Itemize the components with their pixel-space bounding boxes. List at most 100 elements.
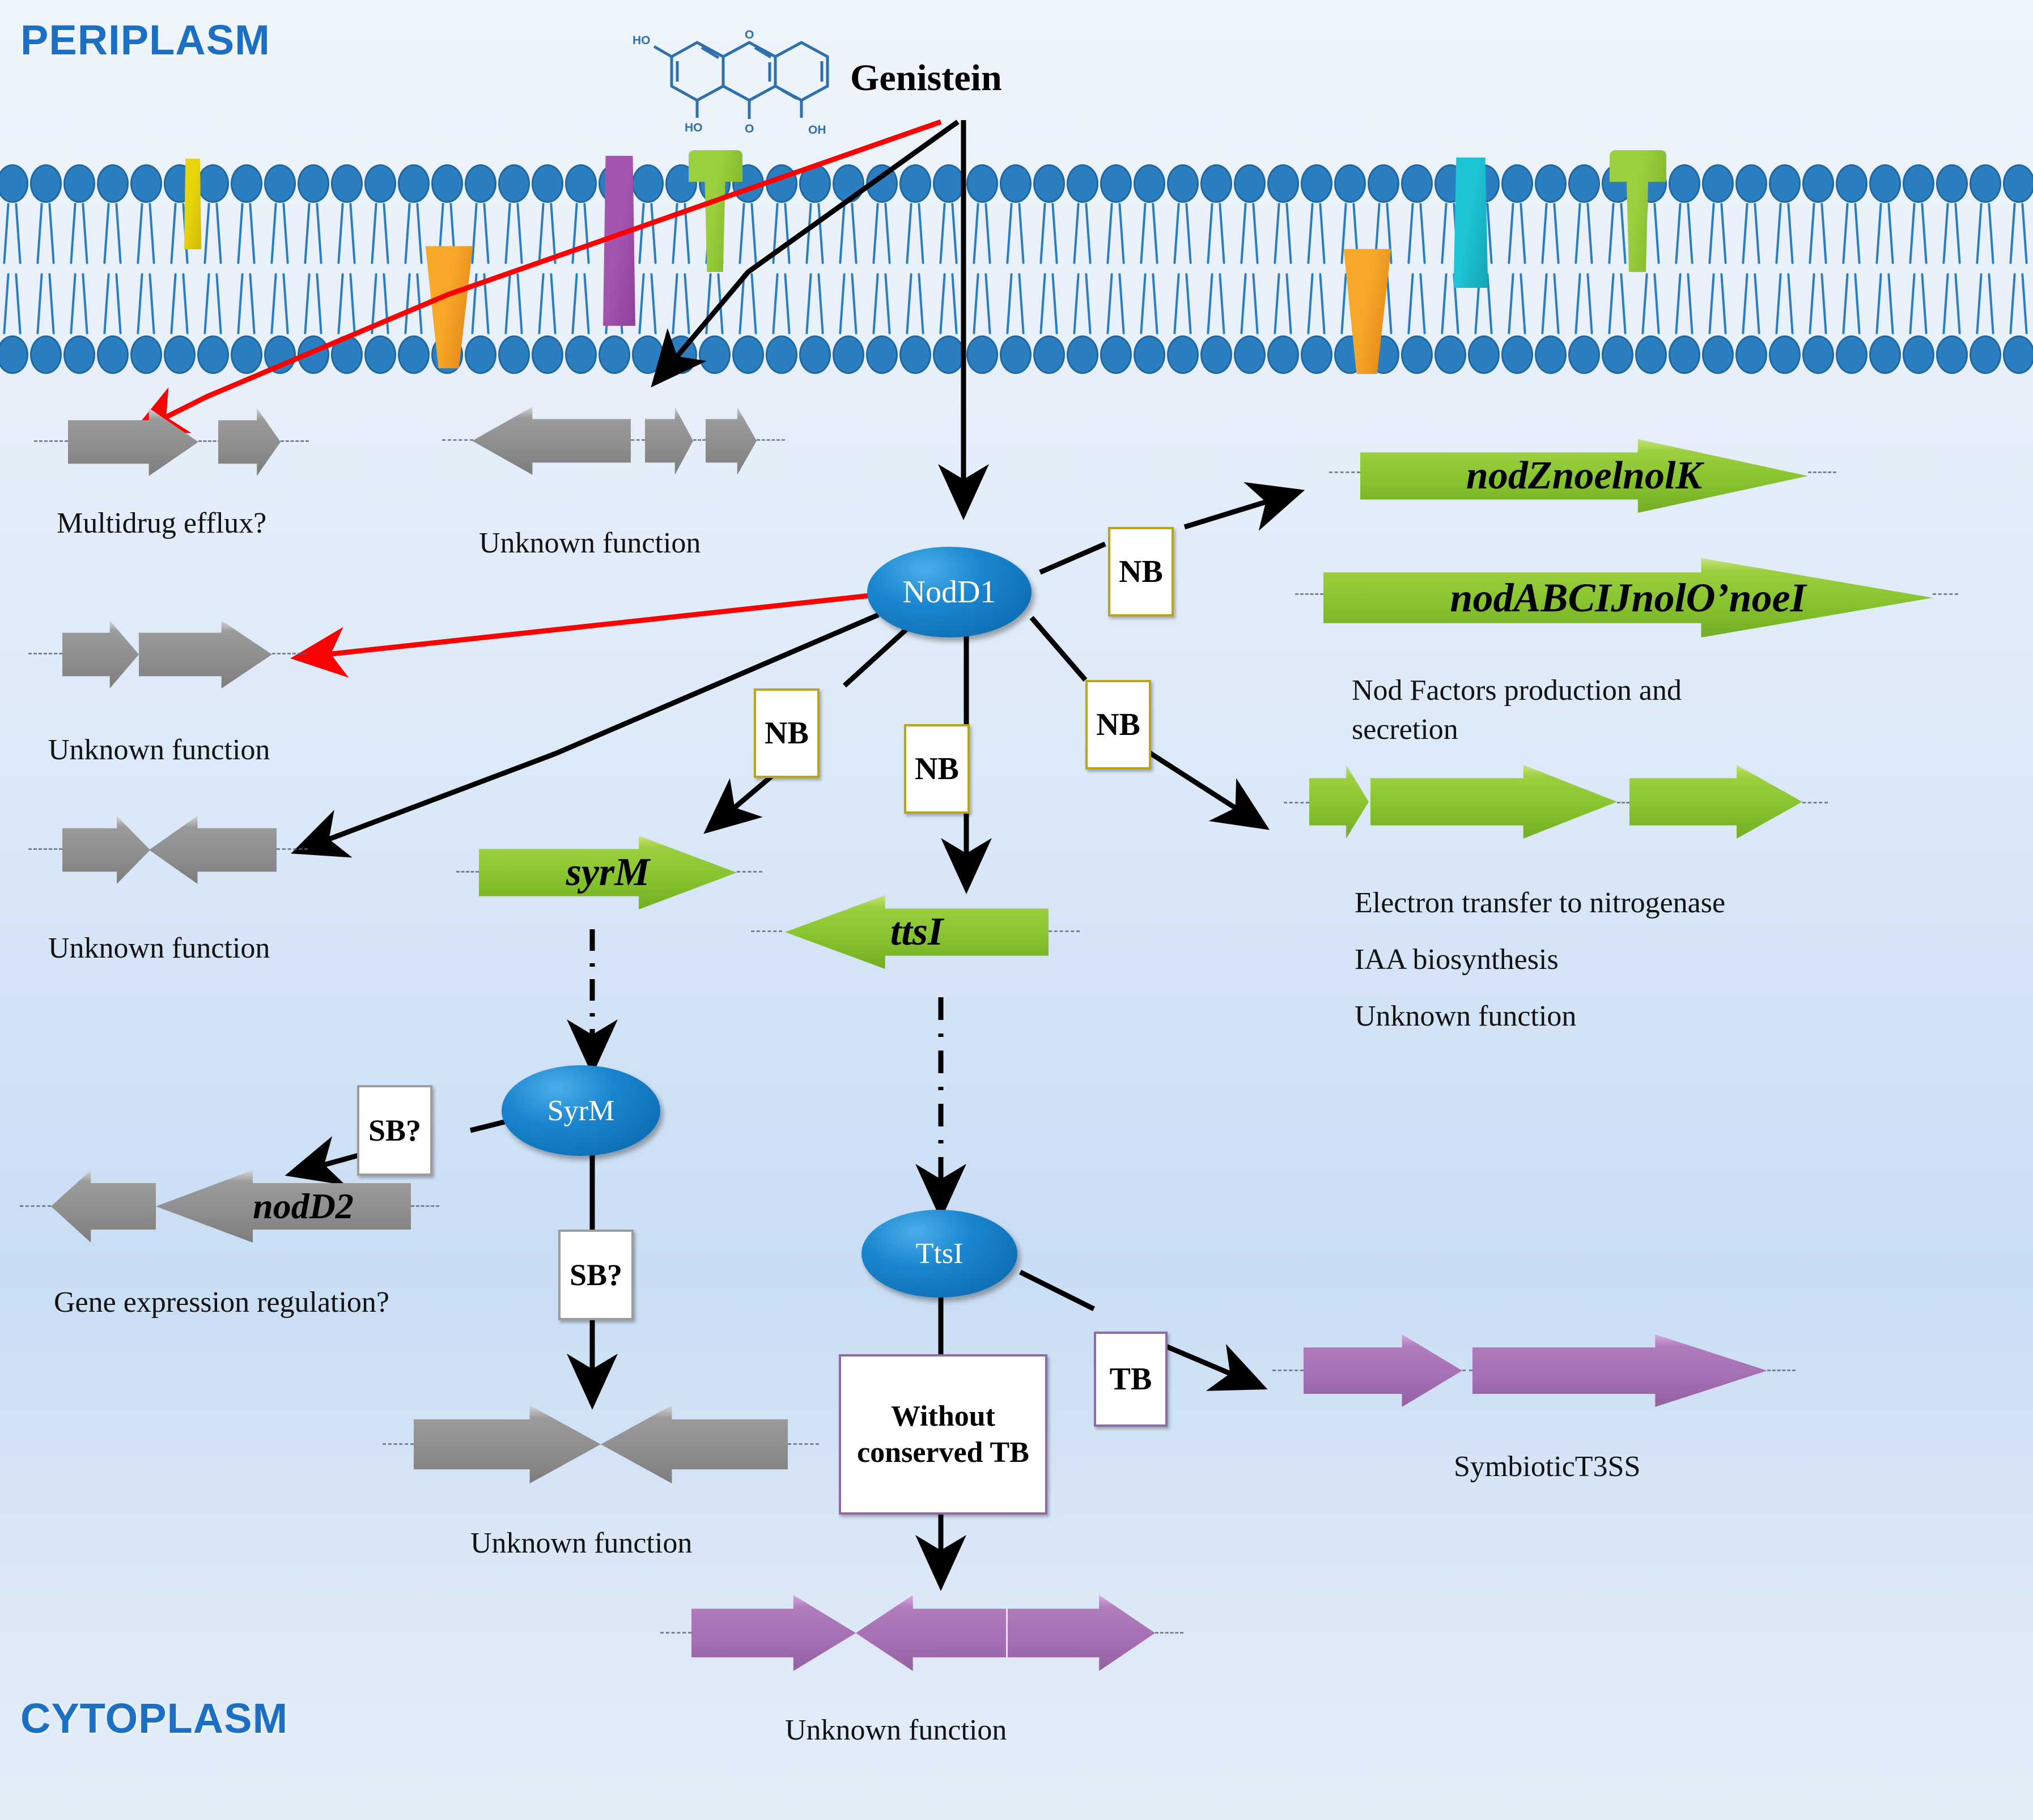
gene-label: syrM <box>566 851 650 894</box>
gene-arrow <box>706 407 757 475</box>
phospholipid <box>1836 273 1868 374</box>
phospholipid <box>1669 164 1700 265</box>
phospholipid <box>231 273 262 374</box>
phospholipid <box>1167 273 1199 374</box>
phospholipid <box>231 164 262 265</box>
phospholipid <box>1903 273 1934 374</box>
caption-unknown-bottom-mid: Unknown function <box>785 1714 1007 1746</box>
phospholipid <box>1234 164 1266 265</box>
gene-arrow <box>1472 1334 1767 1407</box>
phospholipid <box>966 273 998 374</box>
phospholipid <box>1970 273 2001 374</box>
phospholipid <box>1970 164 2001 265</box>
nb-box-nodz: NB <box>1108 527 1174 616</box>
phospholipid <box>1869 273 1901 374</box>
phospholipid <box>1802 273 1834 374</box>
phospholipid <box>1535 273 1567 374</box>
phospholipid <box>866 164 898 265</box>
phospholipid <box>1535 164 1567 265</box>
gene-arrow <box>149 816 277 884</box>
node-syrm[interactable]: SyrM <box>502 1065 660 1156</box>
phospholipid <box>63 164 95 265</box>
genistein-ho-top: HO <box>633 34 651 47</box>
gene-arrow <box>51 1170 156 1243</box>
phospholipid <box>0 273 28 374</box>
phospholipid <box>498 164 530 265</box>
phospholipid <box>899 273 931 374</box>
caption-multidrug: Multidrug efflux? <box>57 507 267 539</box>
phospholipid <box>1434 273 1466 374</box>
caption-iaa: IAA biosynthesis <box>1355 943 1559 976</box>
phospholipid <box>833 164 864 265</box>
gene-arrow <box>856 1595 1006 1671</box>
caption-unknown-left-mid: Unknown function <box>48 734 270 766</box>
phospholipid <box>866 273 898 374</box>
phospholipid <box>197 164 229 265</box>
phospholipid <box>1669 273 1700 374</box>
phospholipid <box>465 273 496 374</box>
phospholipid <box>565 273 597 374</box>
phospholipid <box>197 273 229 374</box>
phospholipid <box>364 273 396 374</box>
phospholipid <box>933 164 965 265</box>
phospholipid <box>164 273 196 374</box>
genistein-o-keto: O <box>745 122 754 135</box>
gene-arrow <box>62 816 150 884</box>
phospholipid <box>97 164 129 265</box>
phospholipid <box>1134 273 1165 374</box>
caption-nod-factors: Nod Factors production and secretion <box>1352 674 1682 746</box>
phospholipid <box>130 164 162 265</box>
phospholipid <box>97 273 129 374</box>
phospholipid <box>63 273 95 374</box>
phospholipid <box>1602 273 1633 374</box>
gene-label: nodD2 <box>253 1186 354 1226</box>
phospholipid <box>1501 164 1533 265</box>
phospholipid <box>833 273 864 374</box>
caption-symbiotic-t3ss: SymbioticT3SS <box>1454 1451 1641 1483</box>
gene-label: ttsI <box>890 910 944 954</box>
phospholipid <box>632 273 664 374</box>
phospholipid <box>298 164 329 265</box>
phospholipid <box>1401 164 1433 265</box>
phospholipid <box>0 164 28 265</box>
phospholipid <box>331 164 363 265</box>
phospholipid <box>532 164 563 265</box>
phospholipid <box>799 273 831 374</box>
caption-unknown-bottom-left: Unknown function <box>470 1527 693 1559</box>
sb-box-unknown: SB? <box>558 1230 634 1320</box>
phospholipid <box>1802 164 1834 265</box>
phospholipid <box>1000 273 1032 374</box>
node-nodd1[interactable]: NodD1 <box>867 547 1032 637</box>
phospholipid <box>1936 164 1968 265</box>
phospholipid <box>766 273 797 374</box>
phospholipid <box>1134 164 1165 265</box>
phospholipid <box>766 164 797 265</box>
phospholipid <box>1301 164 1332 265</box>
phospholipid <box>1167 164 1199 265</box>
phospholipid <box>1568 164 1600 265</box>
phospholipid <box>532 273 563 374</box>
phospholipid <box>264 273 296 374</box>
caption-unknown-top-mid: Unknown function <box>479 527 701 559</box>
phospholipid <box>1568 273 1600 374</box>
phospholipid <box>30 273 62 374</box>
phospholipid <box>732 273 764 374</box>
phospholipid <box>1200 164 1232 265</box>
phospholipid <box>1702 164 1734 265</box>
tb-box-t3ss: TB <box>1094 1332 1168 1427</box>
phospholipid <box>1033 273 1065 374</box>
node-ttsi[interactable]: TtsI <box>861 1210 1017 1298</box>
phospholipid <box>364 164 396 265</box>
phospholipid <box>899 164 931 265</box>
phospholipid <box>1267 273 1299 374</box>
nb-box-ttsi: NB <box>904 724 970 814</box>
phospholipid <box>1033 164 1065 265</box>
gene-arrow-nodabcijnolonoei: nodABCIJnolO’noeI <box>1323 558 1933 637</box>
phospholipid <box>1501 273 1533 374</box>
phospholipid <box>1234 273 1266 374</box>
gene-arrow-ttsi: ttsI <box>785 895 1049 969</box>
gene-arrow <box>1008 1595 1155 1671</box>
gene-arrow <box>1304 1334 1462 1407</box>
genistein-structure: HO O HO O OH <box>629 23 867 156</box>
